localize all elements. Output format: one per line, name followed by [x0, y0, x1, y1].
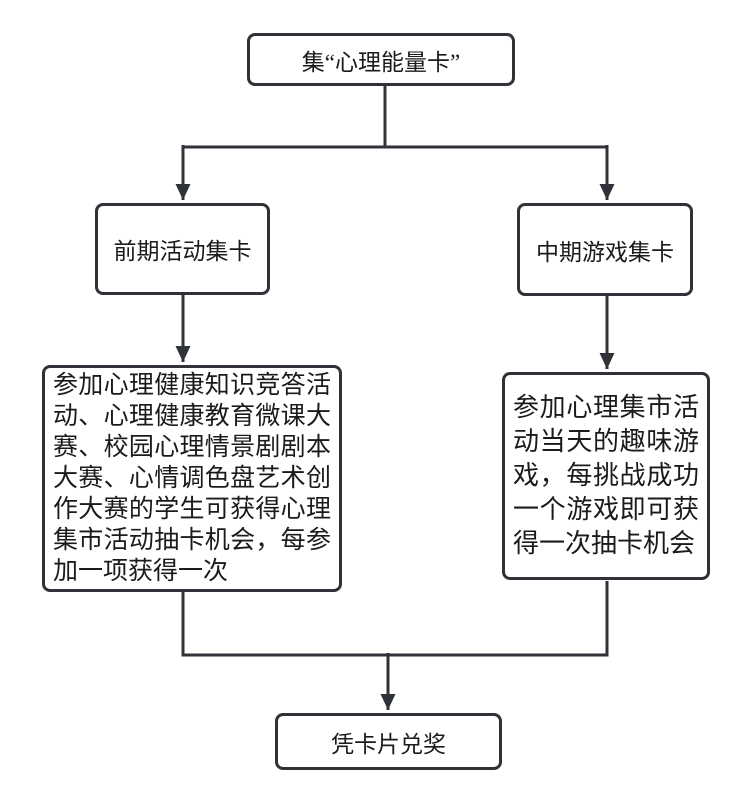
node-redeem-prize: 凭卡片兑奖	[275, 713, 502, 770]
node-mid-game-detail-label: 参加心理集市活动当天的趣味游戏，每挑战成功一个游戏即可获得一次抽卡机会	[513, 393, 699, 558]
node-mid-game-collection-label: 中期游戏集卡	[536, 239, 674, 265]
node-mid-game-detail: 参加心理集市活动当天的趣味游戏，每挑战成功一个游戏即可获得一次抽卡机会	[502, 372, 710, 580]
node-early-activity-detail-label: 参加心理健康知识竞答活动、心理健康教育微课大赛、校园心理情景剧剧本大赛、心情调色…	[53, 372, 331, 585]
node-mid-game-collection: 中期游戏集卡	[517, 203, 693, 296]
node-early-activity-collection-label: 前期活动集卡	[113, 239, 252, 264]
node-collect-energy-card-label: 集“心理能量卡”	[301, 49, 461, 75]
node-early-activity-collection: 前期活动集卡	[95, 203, 270, 295]
node-redeem-prize-label: 凭卡片兑奖	[331, 731, 446, 757]
node-early-activity-detail: 参加心理健康知识竞答活动、心理健康教育微课大赛、校园心理情景剧剧本大赛、心情调色…	[42, 365, 342, 592]
node-collect-energy-card: 集“心理能量卡”	[247, 33, 515, 86]
